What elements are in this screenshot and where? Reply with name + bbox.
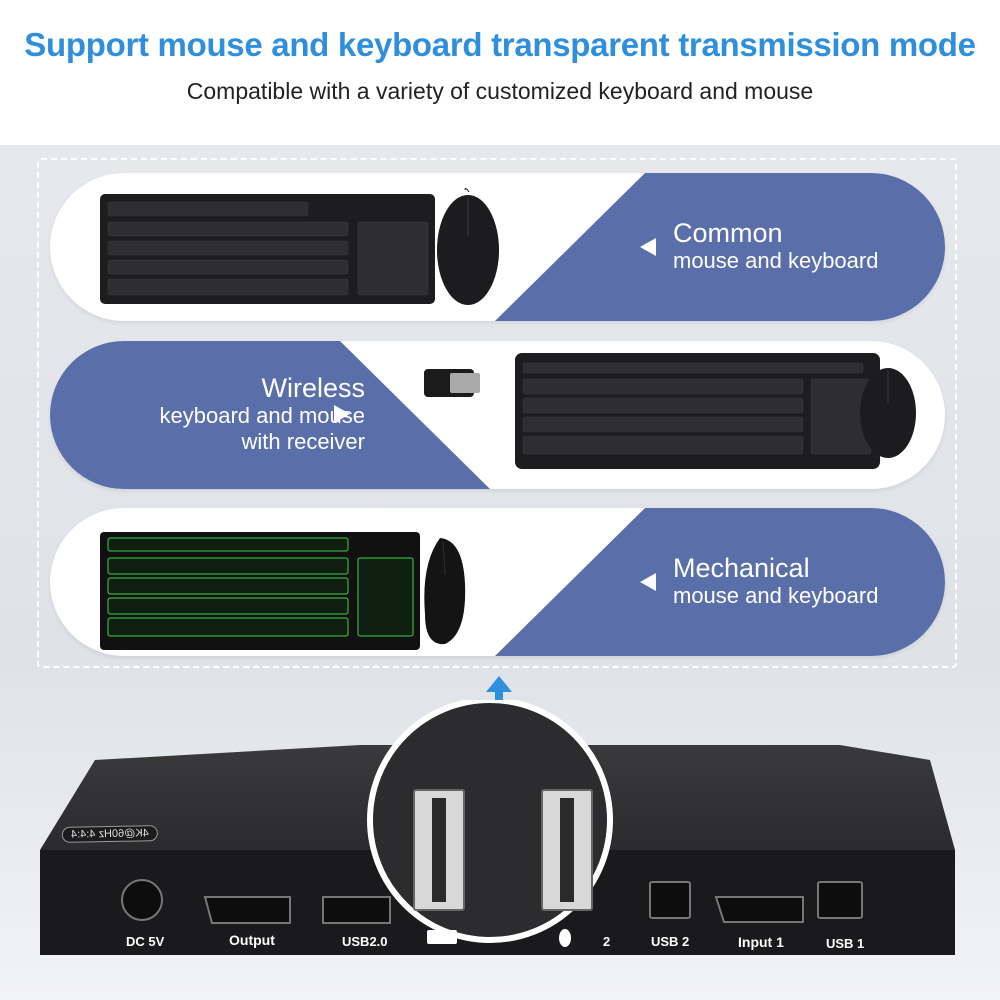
page-subtitle: Compatible with a variety of customized … xyxy=(186,78,814,104)
row-common-caption: Common mouse and keyboard xyxy=(640,218,878,274)
port-label-input1: Input 1 xyxy=(738,934,784,950)
header: Support mouse and keyboard transparent t… xyxy=(0,0,1000,145)
row-common-panel xyxy=(495,173,945,321)
row-mechanical-panel xyxy=(495,508,945,656)
port-label-2: 2 xyxy=(603,934,611,949)
triangle-left-icon xyxy=(640,238,656,256)
usb-receiver-icon xyxy=(424,369,480,397)
port-label-usb2-b: USB 2 xyxy=(651,934,690,949)
row-mechanical: Mechanical mouse and keyboard xyxy=(50,508,945,656)
row-wireless: Wireless keyboard and mouse with receive… xyxy=(50,341,945,489)
kvm-switch-device xyxy=(40,700,955,955)
port-label-output: Output xyxy=(229,932,275,948)
row-common: Common mouse and keyboard xyxy=(50,173,945,321)
keyboard-port-icon xyxy=(427,930,457,944)
wireless-keyboard-icon xyxy=(515,353,880,469)
port-label-dc5v: DC 5V xyxy=(126,934,165,949)
dashed-frame xyxy=(37,158,957,668)
triangle-right-icon xyxy=(334,405,350,423)
row-wireless-line1: Wireless xyxy=(261,373,365,403)
row-mechanical-line2: mouse and keyboard xyxy=(673,583,879,608)
triangle-left-icon xyxy=(640,573,656,591)
port-label-usb2: USB2.0 xyxy=(342,934,388,949)
row-wireless-line3: with receiver xyxy=(241,429,365,454)
mouse-port-icon xyxy=(559,929,571,947)
model-label: 4K@60Hz 4:4:4 xyxy=(61,825,158,843)
wireless-mouse-icon xyxy=(860,368,916,458)
row-wireless-line2: keyboard and mouse xyxy=(159,403,365,428)
port-label-usb1: USB 1 xyxy=(826,936,865,951)
row-wireless-caption: Wireless keyboard and mouse with receive… xyxy=(95,373,365,455)
arrow-up-icon xyxy=(486,676,512,716)
row-mechanical-line1: Mechanical xyxy=(673,553,810,583)
gaming-mouse-icon xyxy=(424,538,466,645)
page-title: Support mouse and keyboard transparent t… xyxy=(24,26,976,63)
row-wireless-panel xyxy=(50,341,490,489)
mechanical-keyboard-icon xyxy=(100,532,420,650)
keyboard-icon xyxy=(100,194,435,304)
row-mechanical-caption: Mechanical mouse and keyboard xyxy=(640,553,878,609)
row-common-line1: Common xyxy=(673,218,783,248)
mouse-icon xyxy=(437,188,499,305)
row-common-line2: mouse and keyboard xyxy=(673,248,879,273)
